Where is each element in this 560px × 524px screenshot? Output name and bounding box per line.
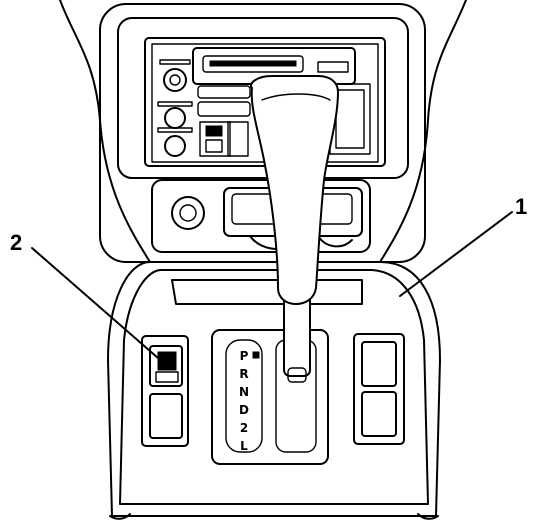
console-body-outline xyxy=(107,261,441,517)
left-switch-panel xyxy=(141,335,189,447)
shift-gate-plate xyxy=(211,329,329,465)
callout-1-label: 1 xyxy=(515,194,527,219)
right-switch-panel xyxy=(353,333,405,445)
volume-knob xyxy=(163,68,187,92)
shift-knob xyxy=(250,75,339,305)
lighter-knob xyxy=(171,196,205,230)
gear-letter-2: 2 xyxy=(240,421,248,435)
seek-knob xyxy=(164,135,186,157)
right-switch-lower xyxy=(361,391,397,437)
callout-2-leader xyxy=(31,247,159,359)
callout-2-label: 2 xyxy=(10,230,22,255)
gear-letter-n: N xyxy=(239,385,249,399)
console-tray xyxy=(171,279,363,305)
right-switch-upper xyxy=(361,341,397,387)
dash-contour-left xyxy=(59,0,151,263)
lower-bezel-controls xyxy=(151,179,371,253)
callout-1-leader xyxy=(399,211,513,297)
shift-lever xyxy=(250,75,339,383)
shift-indicator-letters: P R N D 2 L xyxy=(239,349,260,453)
gear-letter-l: L xyxy=(240,439,248,453)
shift-indicator-window xyxy=(225,339,263,453)
dash-contour-right xyxy=(379,0,467,263)
tune-knob xyxy=(164,107,186,129)
console-inner-contour xyxy=(119,269,429,505)
radio-bezel-inner xyxy=(117,17,409,179)
gear-letter-d: D xyxy=(239,403,249,417)
gear-letter-p: P xyxy=(240,349,249,363)
gear-letter-r: R xyxy=(239,367,248,381)
